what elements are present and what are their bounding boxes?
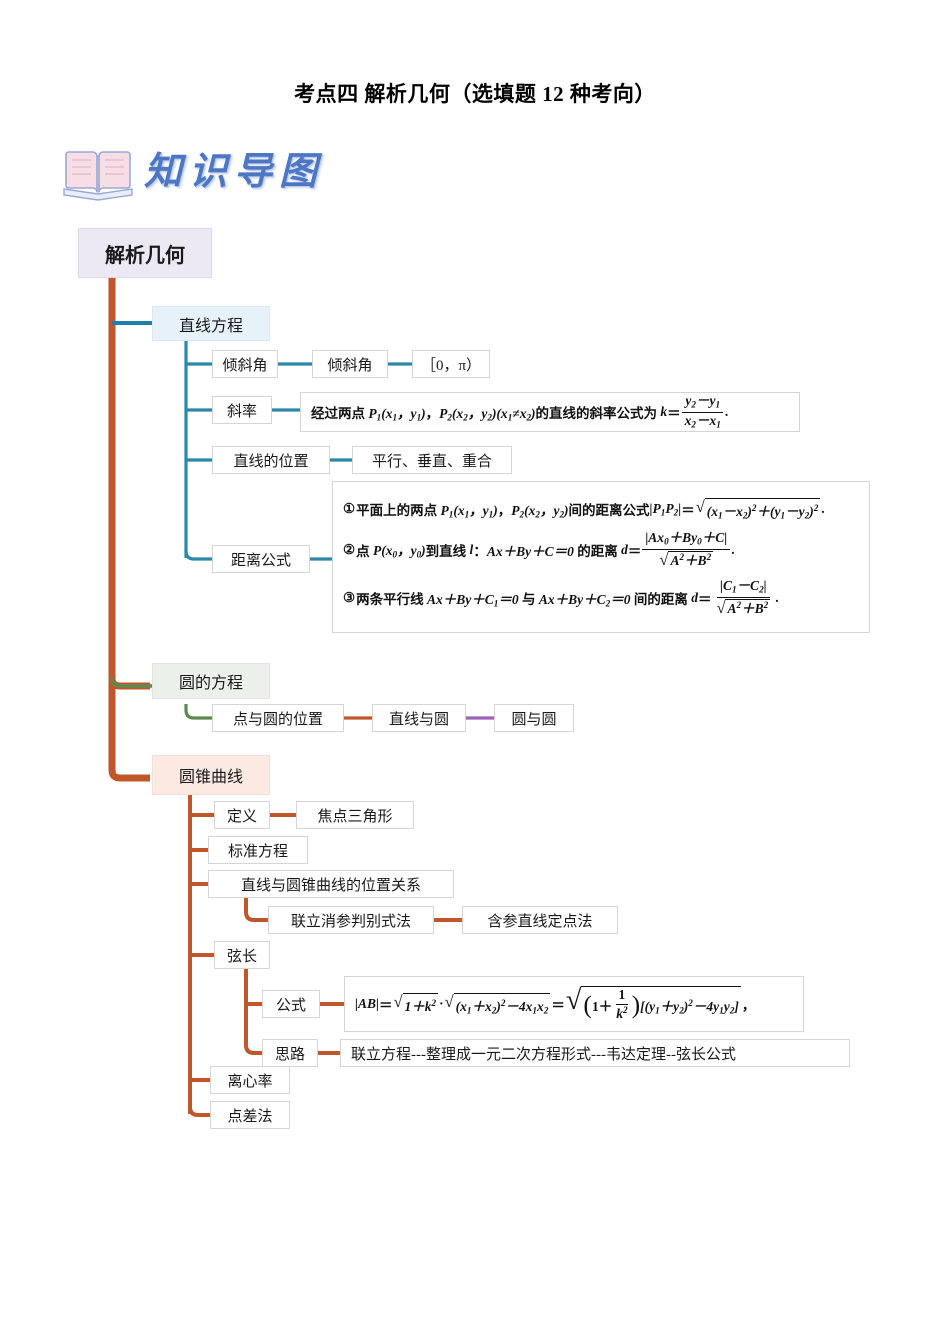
- node-line-circle[interactable]: 直线与圆: [372, 704, 466, 732]
- formula-box-chord: |AB|＝ √1＋k2 · √(x1＋x2)2－4x1x2 ＝ √ ( 1＋ 1…: [344, 976, 804, 1032]
- node-inclination-angle-range[interactable]: ［0，π）: [412, 350, 490, 378]
- branch-node-conic-sections[interactable]: 圆锥曲线: [152, 755, 270, 795]
- branch-node-circle-equation[interactable]: 圆的方程: [152, 663, 270, 699]
- node-point-circle-position[interactable]: 点与圆的位置: [212, 704, 344, 732]
- branch-node-line-equation[interactable]: 直线方程: [152, 306, 270, 341]
- section-header-badge: 知识导图: [62, 143, 362, 205]
- node-point-difference-method[interactable]: 点差法: [210, 1101, 290, 1129]
- mindmap-root-node[interactable]: 解析几何: [78, 228, 212, 278]
- node-line-conic-position[interactable]: 直线与圆锥曲线的位置关系: [208, 870, 454, 898]
- node-chord-approach[interactable]: 思路: [262, 1039, 318, 1067]
- formula-chord-content: |AB|＝ √1＋k2 · √(x1＋x2)2－4x1x2 ＝ √ ( 1＋ 1…: [355, 985, 756, 1022]
- node-circle-circle[interactable]: 圆与圆: [494, 704, 574, 732]
- node-distance-formula[interactable]: 距离公式: [212, 545, 310, 573]
- node-inclination-angle-detail[interactable]: 倾斜角: [312, 350, 388, 378]
- node-parametric-fixed-point[interactable]: 含参直线定点法: [462, 906, 618, 934]
- node-chord-length[interactable]: 弦长: [214, 941, 270, 969]
- open-book-icon: [63, 151, 133, 201]
- formula-slope-content: 经过两点 P1(x1，y1)， P2(x2，y2)(x1≠x2) 的直线的斜率公…: [311, 393, 729, 430]
- node-chord-formula[interactable]: 公式: [262, 990, 320, 1018]
- page-title: 考点四 解析几何（选填题 12 种考向）: [294, 82, 656, 106]
- node-definition[interactable]: 定义: [214, 801, 270, 829]
- section-header-text: 知识导图: [144, 148, 325, 193]
- node-simultaneous-discriminant[interactable]: 联立消参判别式法: [268, 906, 434, 934]
- node-inclination-angle[interactable]: 倾斜角: [212, 350, 278, 378]
- node-focal-triangle[interactable]: 焦点三角形: [296, 801, 414, 829]
- node-line-position[interactable]: 直线的位置: [212, 446, 330, 474]
- node-eccentricity[interactable]: 离心率: [210, 1066, 290, 1094]
- node-line-position-detail[interactable]: 平行、垂直、重合: [352, 446, 512, 474]
- node-chord-approach-steps[interactable]: 联立方程---整理成一元二次方程形式---韦达定理--弦长公式: [340, 1039, 850, 1067]
- node-slope[interactable]: 斜率: [212, 396, 272, 424]
- formula-box-slope: 经过两点 P1(x1，y1)， P2(x2，y2)(x1≠x2) 的直线的斜率公…: [300, 392, 800, 432]
- node-standard-equation[interactable]: 标准方程: [208, 836, 308, 864]
